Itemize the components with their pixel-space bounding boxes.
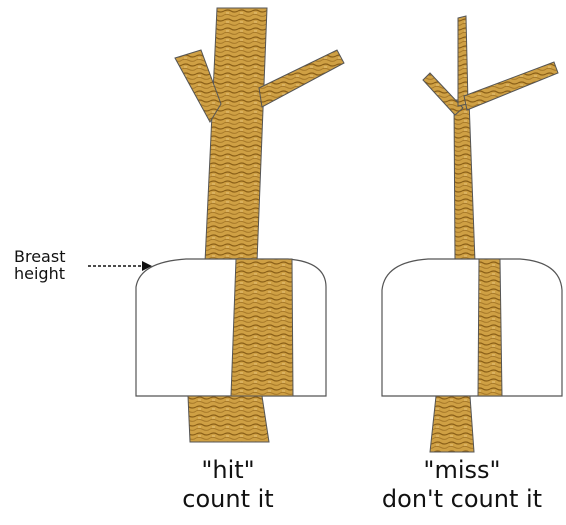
hit-caption: "hit" count it bbox=[168, 456, 288, 514]
hit-result-text: "hit" bbox=[168, 456, 288, 485]
miss-tree-trunk-shifted bbox=[478, 259, 502, 396]
miss-tree-left-branch bbox=[423, 73, 463, 115]
miss-tree-trunk-upper bbox=[454, 100, 475, 262]
breast-height-label: Breast height bbox=[14, 248, 65, 282]
breast-height-label-line2: height bbox=[14, 265, 65, 282]
hit-tree bbox=[136, 8, 344, 442]
miss-tree bbox=[382, 16, 562, 452]
miss-tree-middle-branch bbox=[458, 16, 468, 106]
hit-tree-trunk-lower bbox=[188, 396, 269, 442]
miss-result-text: "miss" bbox=[362, 456, 562, 485]
hit-prism-box bbox=[136, 259, 326, 396]
miss-caption: "miss" don't count it bbox=[362, 456, 562, 514]
miss-prism-box bbox=[382, 259, 562, 396]
hit-tree-right-branch bbox=[259, 50, 344, 107]
miss-tree-trunk-lower bbox=[430, 396, 474, 452]
breast-height-label-line1: Breast bbox=[14, 248, 65, 265]
miss-tree-right-branch bbox=[464, 62, 558, 110]
miss-instruction-text: don't count it bbox=[362, 485, 562, 514]
hit-tree-trunk-upper bbox=[205, 8, 267, 262]
hit-tree-trunk-shifted bbox=[231, 259, 293, 396]
hit-instruction-text: count it bbox=[168, 485, 288, 514]
breast-height-arrow bbox=[88, 261, 152, 271]
